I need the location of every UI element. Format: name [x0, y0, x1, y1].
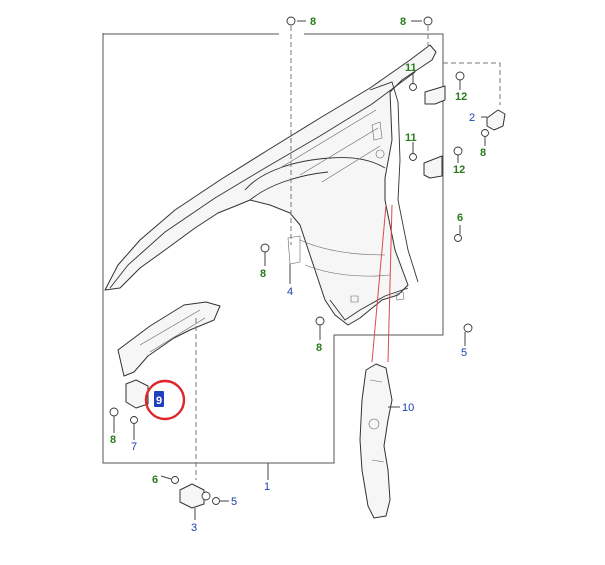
label-8[interactable]: 8: [316, 342, 322, 354]
label-4[interactable]: 4: [287, 286, 293, 298]
label-6[interactable]: 6: [152, 474, 158, 486]
highlight-part-9[interactable]: [144, 379, 186, 421]
clip-part-2[interactable]: [486, 109, 506, 131]
label-8[interactable]: 8: [480, 147, 486, 159]
label-9[interactable]: 9: [156, 395, 162, 407]
label-11[interactable]: 11: [405, 132, 417, 144]
alignment-lines: [371, 204, 393, 363]
label-12[interactable]: 12: [453, 164, 465, 176]
label-12[interactable]: 12: [455, 91, 467, 103]
fasteners: [109, 16, 489, 505]
label-8[interactable]: 8: [260, 268, 266, 280]
label-11[interactable]: 11: [405, 62, 417, 74]
upper-mounting-bracket[interactable]: [423, 85, 446, 179]
assembly-frame: [102, 33, 501, 464]
part-number-labels: 8 8 11 12 2 8 11 12 6 8 4 8 5 10 8 7 9 1…: [110, 16, 486, 534]
label-5[interactable]: 5: [231, 496, 237, 508]
label-8[interactable]: 8: [110, 434, 116, 446]
insulator-part-10[interactable]: [359, 363, 393, 519]
label-1[interactable]: 1: [264, 481, 270, 493]
label-8[interactable]: 8: [400, 16, 406, 28]
label-3[interactable]: 3: [191, 522, 197, 534]
label-10[interactable]: 10: [402, 402, 414, 414]
clip-part-3[interactable]: [179, 483, 211, 509]
label-7[interactable]: 7: [131, 441, 137, 453]
lower-bracket[interactable]: [117, 301, 221, 409]
leader-lines: [113, 20, 487, 520]
label-5[interactable]: 5: [461, 347, 467, 359]
front-fender-panel[interactable]: [104, 44, 437, 326]
label-2[interactable]: 2: [469, 112, 475, 124]
label-6[interactable]: 6: [457, 212, 463, 224]
label-8[interactable]: 8: [310, 16, 316, 28]
